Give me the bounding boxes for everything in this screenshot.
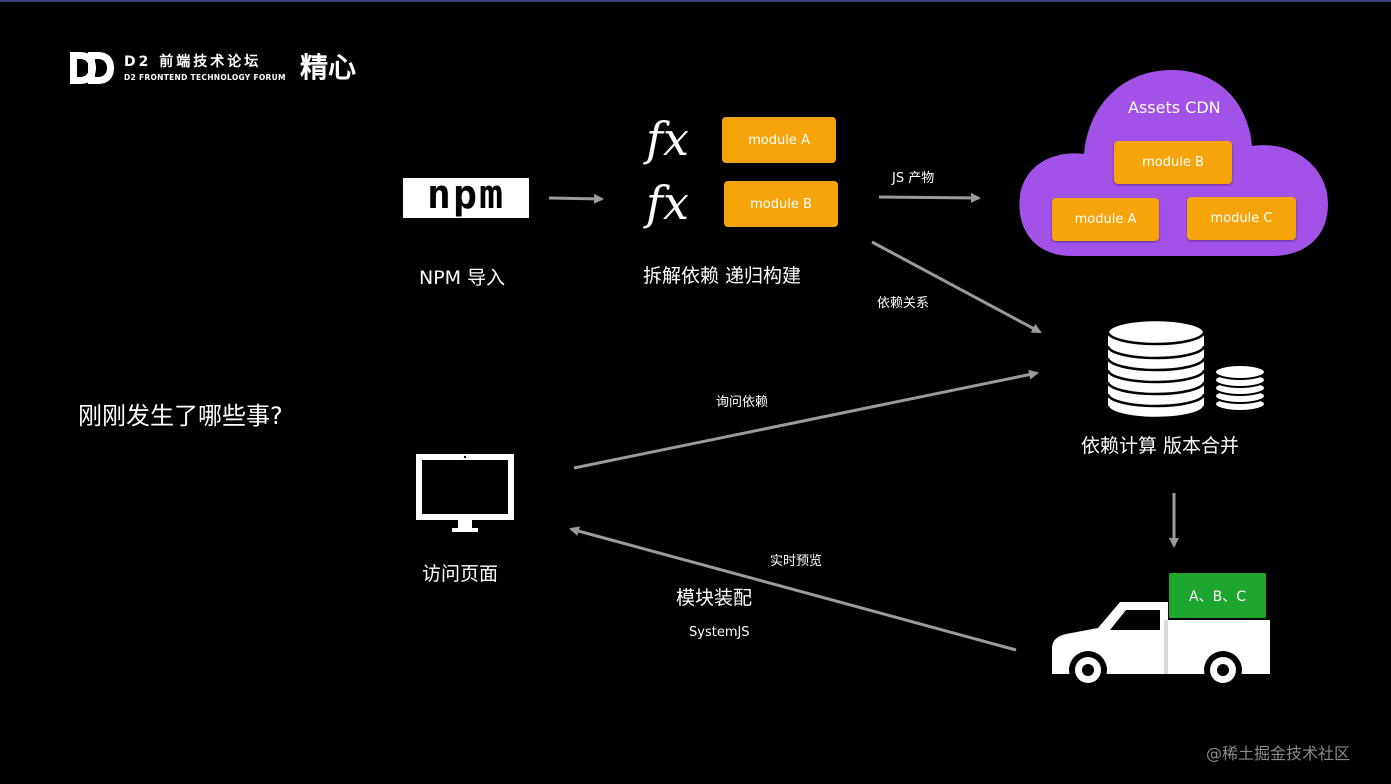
watermark: @稀土掘金技术社区: [1206, 744, 1351, 763]
database-icon: [1106, 318, 1266, 420]
arrow-build-to-cdn: [878, 192, 981, 203]
d2-logo: [68, 50, 116, 86]
fx-icon-b: fx: [646, 176, 689, 230]
edge-label-js-output: JS 产物: [892, 171, 935, 186]
edge-label-ask-deps: 询问依赖: [716, 395, 769, 410]
d2-logo-icon: [70, 52, 114, 84]
build-module-b: module B: [724, 181, 838, 227]
question-title: 刚刚发生了哪些事?: [78, 402, 283, 430]
monitor-icon: [416, 454, 514, 532]
logo-brand-text: 精心: [300, 51, 357, 84]
build-module-a: module A: [722, 117, 836, 163]
compute-caption: 依赖计算 版本合并: [1081, 435, 1240, 457]
arrow-browser-to-compute: [573, 369, 1039, 470]
npm-icon: npm: [403, 172, 529, 218]
edge-label-realtime-preview: 实时预览: [770, 554, 823, 569]
top-accent-line: [0, 0, 1391, 2]
truck-cargo-label: A、B、C: [1189, 588, 1246, 605]
cdn-title: Assets CDN: [1128, 98, 1221, 117]
assembly-title: 模块装配: [676, 587, 753, 609]
logo-sub-text: D2 FRONTEND TECHNOLOGY FORUM: [124, 73, 286, 82]
fx-icon-a: fx: [646, 112, 689, 166]
build-caption: 拆解依赖 递归构建: [643, 265, 802, 287]
arrow-truck-to-browser: [569, 526, 1017, 652]
cdn-module-c: module C: [1187, 197, 1296, 240]
logo-main-text: D2 前端技术论坛: [124, 54, 262, 70]
cdn-module-a: module A: [1052, 198, 1159, 241]
npm-caption: NPM 导入: [419, 267, 506, 289]
assembly-sub: SystemJS: [689, 625, 750, 640]
browser-caption: 访问页面: [422, 563, 499, 585]
npm-icon-text: npm: [426, 172, 506, 218]
arrow-npm-to-build: [548, 193, 604, 204]
edge-label-dependency: 依赖关系: [877, 296, 930, 311]
arrow-build-to-compute: [871, 240, 1042, 334]
cdn-module-b: module B: [1114, 141, 1232, 184]
truck-icon: [1052, 602, 1270, 689]
truck-cargo: A、B、C: [1169, 573, 1266, 618]
